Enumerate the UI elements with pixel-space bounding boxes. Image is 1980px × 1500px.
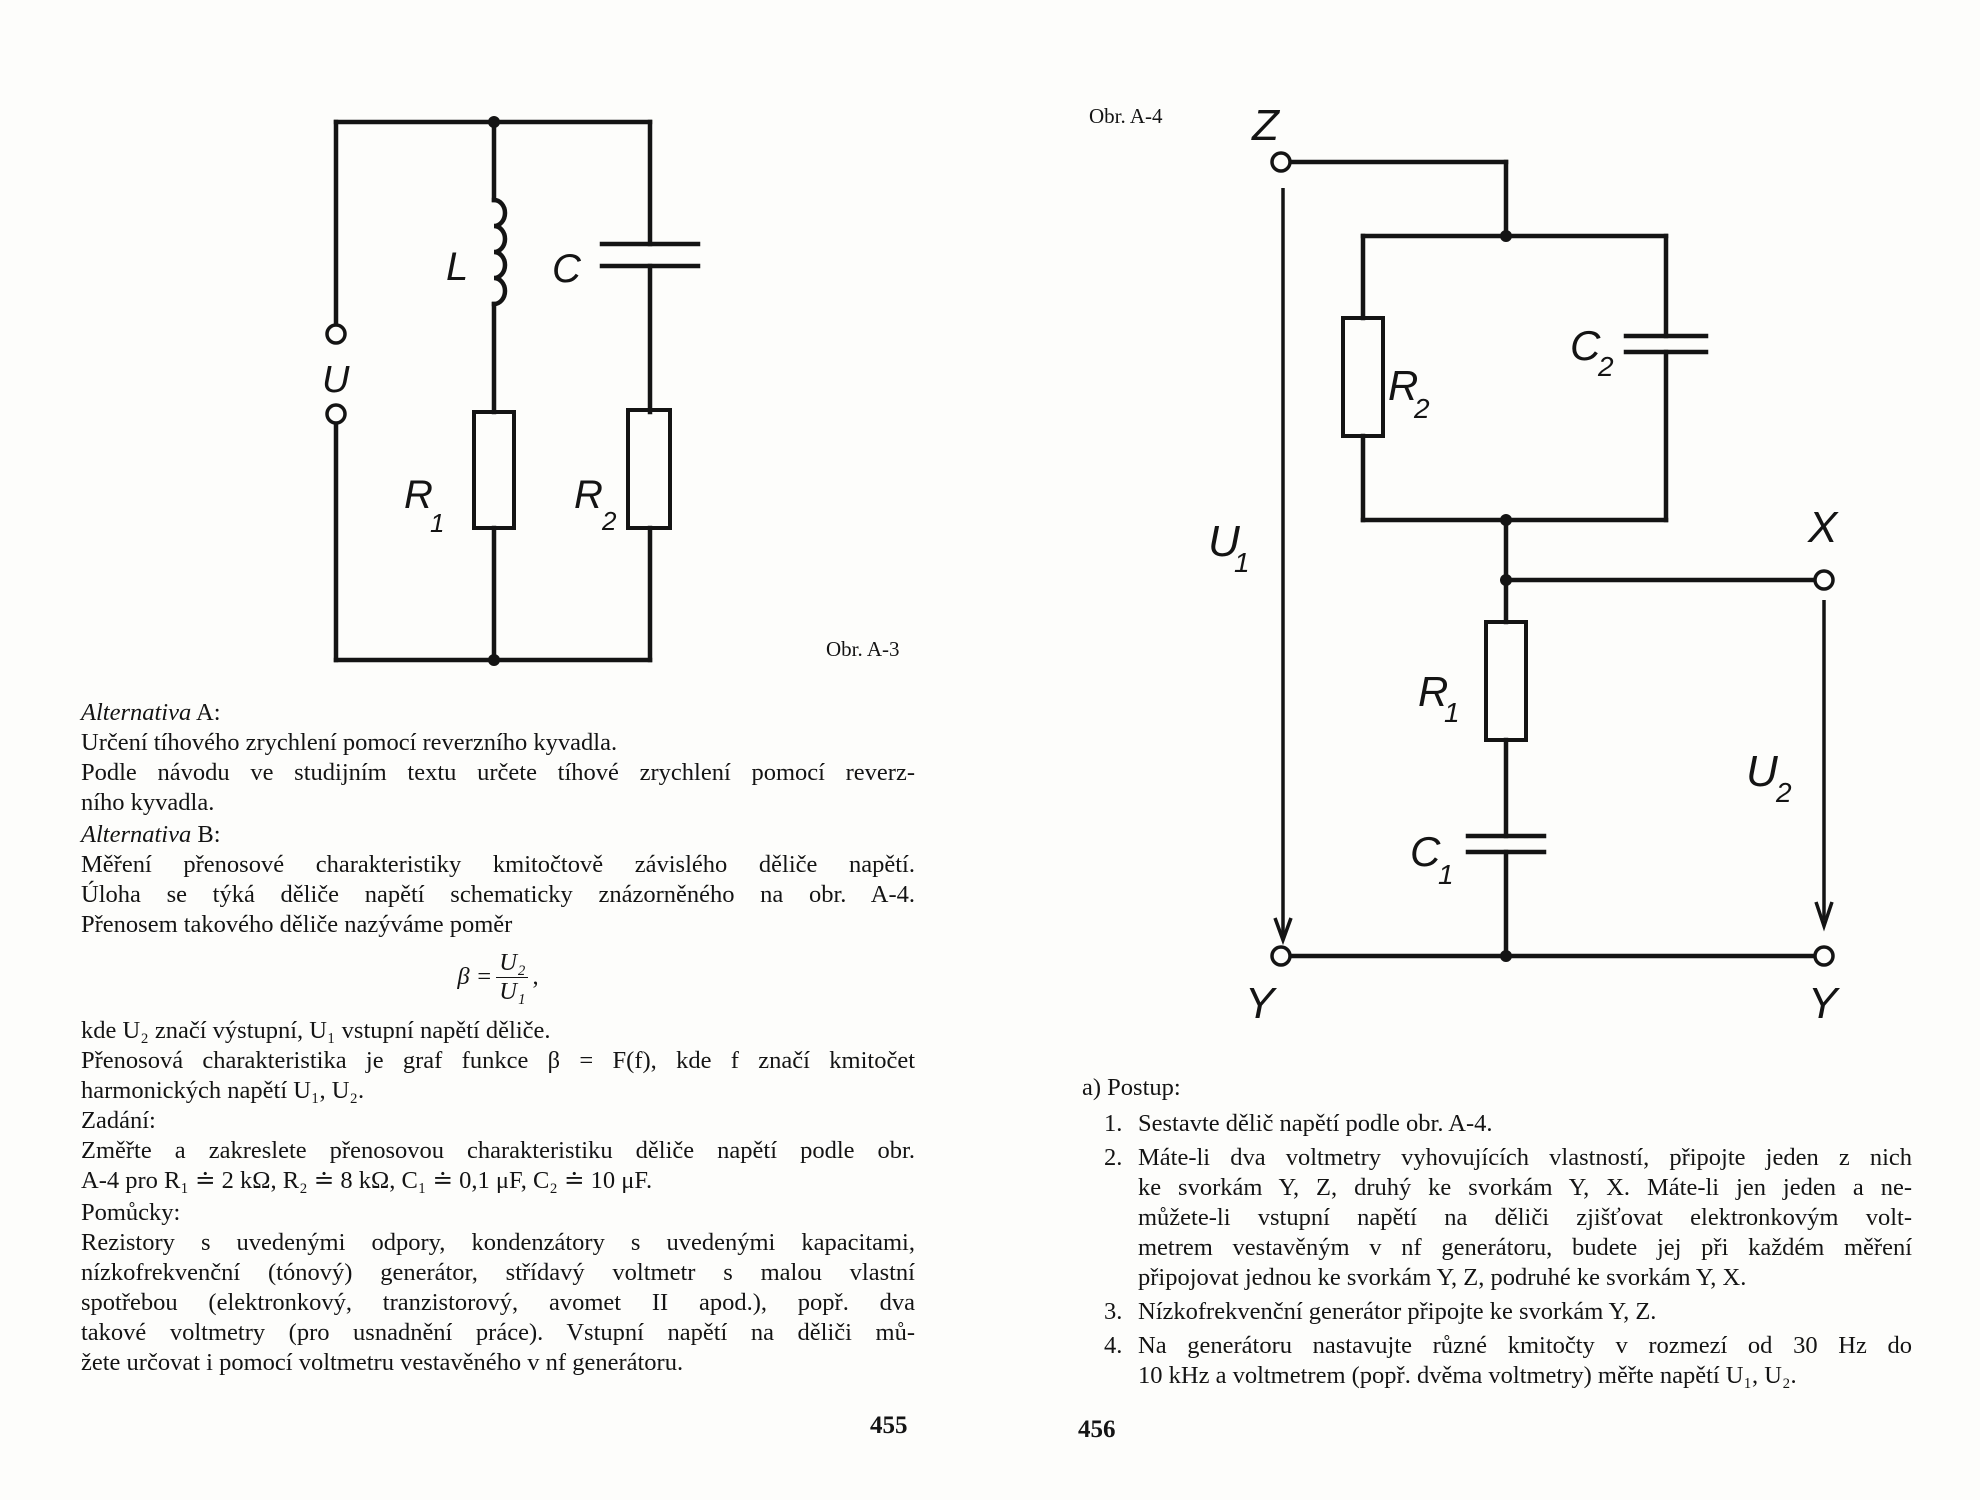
resistor-R2 [1341, 316, 1385, 438]
procedure-step: 2. Máte-li dva voltmetry vyhovujících vla… [1104, 1143, 1912, 1293]
figure-caption-a4: Obr. A-4 [1089, 104, 1163, 128]
label-Y-right: Y [1808, 979, 1840, 1028]
label-R2-sub: 2 [601, 506, 617, 536]
label-U1-sub: 1 [1234, 547, 1250, 578]
step-body: Nízkofrekvenční generátor připojte ke sv… [1138, 1297, 1912, 1327]
step-line: připojovat jednou ke svorkám Y, Z, podru… [1138, 1264, 1747, 1291]
left-body-text: Alternativa A: Určení tíhového zrychlení… [81, 698, 915, 1378]
label-R1-sub: 1 [1444, 697, 1460, 728]
u2-arrow-head [1814, 901, 1834, 932]
procedure-step: 3. Nízkofrekvenční generátor připojte ke … [1104, 1297, 1912, 1327]
step-body: Máte-li dva voltmetry vyhovujících vlast… [1138, 1143, 1912, 1293]
step-line: metrem vestavěným v nf generátoru, budet… [1138, 1234, 1912, 1261]
step-line: můžete-li vstupní napětí na děliči zjišť… [1138, 1204, 1912, 1231]
equipment-line: nízkofrekvenční (tónový) generátor, stří… [81, 1259, 915, 1286]
alt-b-heading: Alternativa B: [81, 821, 221, 848]
alt-b-line: Měření přenosové charakteristiky kmitočt… [81, 851, 915, 878]
junction-top [488, 116, 500, 128]
resistor-R1 [1484, 620, 1528, 742]
right-body-text: a) Postup: 1. Sestavte dělič napětí podle… [1082, 1073, 1912, 1395]
alt-a-line: ního kyvadla. [81, 789, 215, 816]
inductor-L [491, 197, 508, 307]
alt-b-line: Přenosem takového děliče nazýváme poměr [81, 911, 513, 938]
label-U2-sub: 2 [1775, 777, 1792, 808]
label-C: C [552, 247, 582, 291]
label-R2-sub: 2 [1413, 393, 1430, 424]
equipment-heading: Pomůcky: [81, 1199, 181, 1226]
step-line: Nízkofrekvenční generátor připojte ke sv… [1138, 1298, 1657, 1325]
label-R2: R [1388, 362, 1418, 409]
equipment-line: žete určovat i pomocí voltmetru vestavěn… [81, 1349, 684, 1376]
procedure-step: 4. Na generátoru nastavujte různé kmitočt… [1104, 1331, 1912, 1391]
definition-line: kde U₂ značí výstupní, U₁ vstupní napětí… [81, 1017, 551, 1044]
page-number-right: 456 [1078, 1416, 1116, 1443]
u1-arrow-head [1273, 917, 1293, 946]
formula-fraction: U₂ U₁ [496, 949, 529, 1006]
junction [1500, 950, 1512, 962]
characteristic-line: Přenosová charakteristika je graf funkce… [81, 1047, 915, 1074]
procedure-step: 1. Sestavte dělič napětí podle obr. A-4. [1104, 1109, 1912, 1139]
label-Z: Z [1251, 101, 1281, 150]
alt-b-line: Úloha se týká děliče napětí schematicky … [81, 881, 915, 908]
step-body: Na generátoru nastavujte různé kmitočty … [1138, 1331, 1912, 1391]
label-U1: U [1208, 517, 1240, 566]
step-number: 3. [1104, 1298, 1123, 1325]
junction [1500, 230, 1512, 242]
terminal-y-right [1813, 945, 1835, 967]
alt-a-line: Podle návodu ve studijním textu určete t… [81, 759, 915, 786]
figure-caption-a3: Obr. A-3 [826, 637, 900, 661]
label-U: U [322, 359, 350, 401]
equipment-line: takové voltmetry (pro usnadnění práce). … [81, 1319, 915, 1346]
label-C1-sub: 1 [1438, 859, 1454, 890]
label-R1-sub: 1 [430, 508, 444, 538]
junction [1500, 574, 1512, 586]
label-R1: R [404, 473, 433, 517]
label-R2: R [574, 473, 603, 517]
label-R1: R [1418, 668, 1448, 715]
circuit-diagram-a4: Z X Y Y U 1 U 2 R 2 C 2 R 1 C 1 [1208, 101, 1840, 1028]
equipment-line: spotřebou (elektronkový, tranzistorový, … [81, 1289, 915, 1316]
step-line: 10 kHz a voltmetrem (popř. dvěma voltmet… [1138, 1362, 1797, 1389]
circuit-diagram-a3: L C U R 1 R 2 [322, 116, 701, 666]
equipment-line: Rezistory s uvedenými odpory, kondenzáto… [81, 1229, 915, 1256]
step-number: 4. [1104, 1332, 1123, 1359]
characteristic-line: harmonických napětí U₁, U₂. [81, 1077, 365, 1104]
resistor-R2 [626, 408, 672, 530]
step-number: 1. [1104, 1110, 1123, 1137]
assignment-line: A-4 pro R₁ ≐ 2 kΩ, R₂ ≐ 8 kΩ, C₁ ≐ 0,1 μ… [81, 1167, 653, 1194]
procedure-heading: a) Postup: [1082, 1074, 1181, 1101]
label-C1: C [1410, 828, 1441, 875]
terminal-u-bottom [325, 403, 347, 425]
step-number: 2. [1104, 1144, 1123, 1171]
label-U2: U [1746, 747, 1778, 796]
resistor-R1 [472, 410, 516, 530]
label-Y-left: Y [1245, 979, 1277, 1028]
step-line: Máte-li dva voltmetry vyhovujících vlast… [1138, 1144, 1912, 1171]
terminal-z [1270, 151, 1292, 173]
page-number-left: 455 [870, 1412, 908, 1439]
label-C2: C [1570, 322, 1601, 369]
left-page: L C U R 1 R 2 Obr. A-3 Alternativa A: Ur… [81, 116, 915, 1439]
assignment-line: Změřte a zakreslete přenosovou charakter… [81, 1137, 915, 1164]
junction-bottom [488, 654, 500, 666]
transfer-formula: β = U₂ U₁ , [457, 948, 539, 1006]
alt-a-line: Určení tíhového zrychlení pomocí reverzn… [81, 729, 618, 756]
terminal-u-top [325, 323, 347, 345]
alt-a-heading: Alternativa A: [81, 699, 221, 726]
right-page: Obr. A-4 [990, 0, 1980, 1500]
label-X: X [1807, 503, 1839, 552]
junction [1500, 514, 1512, 526]
step-line: Sestavte dělič napětí podle obr. A-4. [1138, 1110, 1493, 1137]
label-L: L [446, 245, 468, 289]
terminal-x [1813, 569, 1835, 591]
assignment-heading: Zadání: [81, 1107, 156, 1134]
step-line: ke svorkám Y, Z, druhý ke svorkám Y, X. … [1138, 1174, 1912, 1201]
label-C2-sub: 2 [1597, 351, 1614, 382]
procedure-steps: 1. Sestavte dělič napětí podle obr. A-4. 2… [1082, 1109, 1912, 1391]
step-line: Na generátoru nastavujte různé kmitočty … [1138, 1332, 1912, 1359]
terminal-y-left [1270, 945, 1292, 967]
step-body: Sestavte dělič napětí podle obr. A-4. [1138, 1109, 1912, 1139]
